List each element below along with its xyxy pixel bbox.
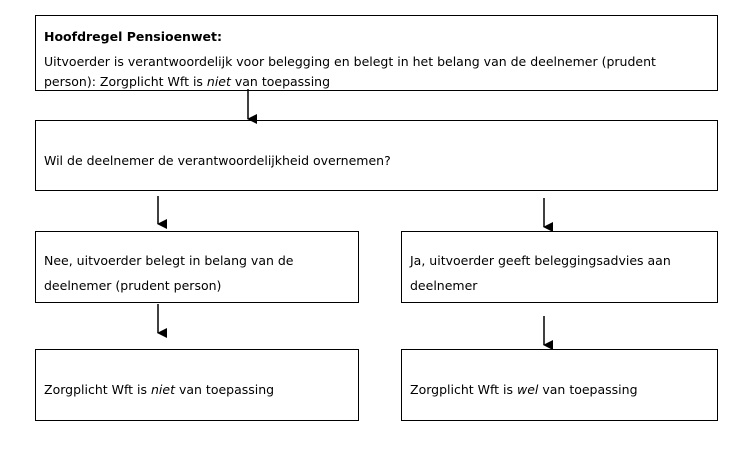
left-result-emphasis: niet — [151, 382, 175, 397]
rule-text-line2: person): Zorgplicht Wft is niet van toep… — [44, 69, 709, 94]
left-result-start: Zorgplicht Wft is — [44, 382, 151, 397]
right-branch-line1: Ja, uitvoerder geeft beleggingsadvies aa… — [410, 253, 671, 268]
rule-text-line1: Uitvoerder is verantwoordelijk voor bele… — [44, 54, 656, 69]
rule-box: Hoofdregel Pensioenwet: Uitvoerder is ve… — [35, 15, 718, 91]
right-result-end: van toepassing — [538, 382, 638, 397]
right-branch-box: Ja, uitvoerder geeft beleggingsadvies aa… — [401, 231, 718, 303]
question-text: Wil de deelnemer de verantwoordelijkheid… — [44, 153, 391, 168]
left-result-text: Zorgplicht Wft is niet van toepassing — [44, 377, 350, 402]
right-result-text: Zorgplicht Wft is wel van toepassing — [410, 377, 709, 402]
right-result-emphasis: wel — [517, 382, 539, 397]
rule-text-line2-start: person): Zorgplicht Wft is — [44, 74, 207, 89]
right-result-start: Zorgplicht Wft is — [410, 382, 517, 397]
rule-title: Hoofdregel Pensioenwet: — [44, 29, 222, 44]
right-branch-line2: deelnemer — [410, 278, 478, 293]
left-result-box: Zorgplicht Wft is niet van toepassing — [35, 349, 359, 421]
right-result-box: Zorgplicht Wft is wel van toepassing — [401, 349, 718, 421]
rule-text-line2-end: van toepassing — [230, 74, 331, 89]
left-result-end: van toepassing — [175, 382, 275, 397]
rule-emphasis: niet — [206, 74, 231, 89]
left-branch-line2: deelnemer (prudent person) — [44, 278, 222, 293]
left-branch-line1: Nee, uitvoerder belegt in belang van de — [44, 253, 294, 268]
left-branch-box: Nee, uitvoerder belegt in belang van de … — [35, 231, 359, 303]
question-box: Wil de deelnemer de verantwoordelijkheid… — [35, 120, 718, 191]
